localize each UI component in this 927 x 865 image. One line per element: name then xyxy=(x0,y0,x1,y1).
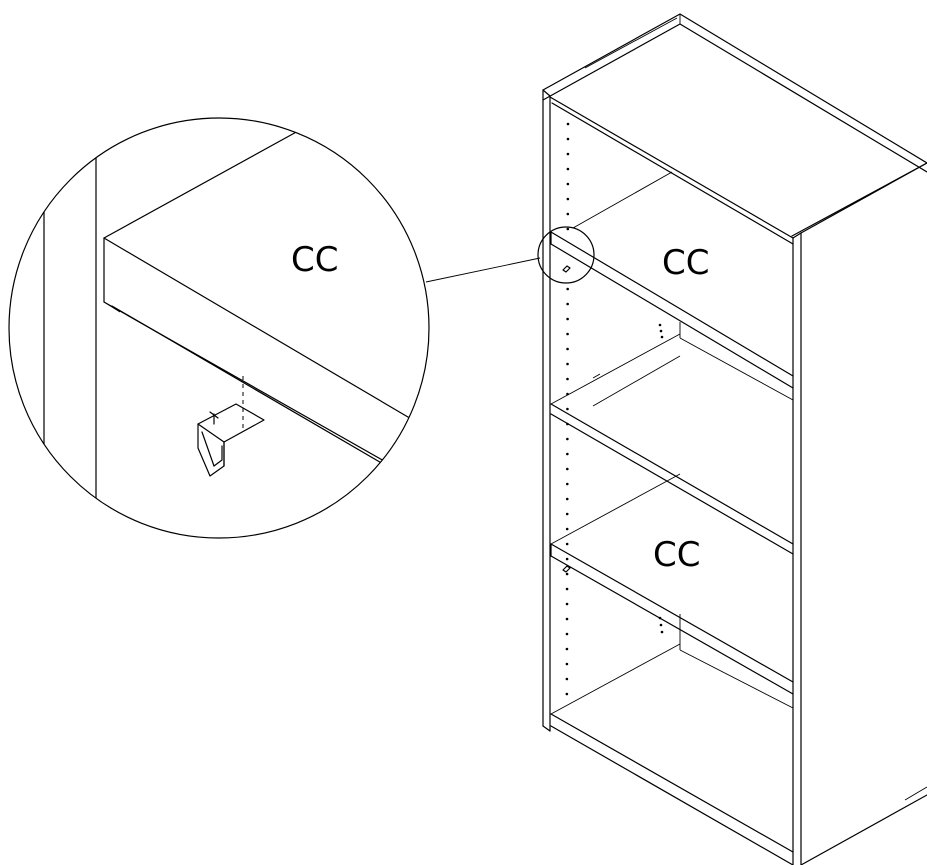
left-side-panel xyxy=(542,89,551,732)
peg-hole xyxy=(566,452,569,456)
peg-holes-right xyxy=(658,323,664,634)
peg-hole xyxy=(566,287,569,291)
detail-marker-circle xyxy=(537,226,595,284)
peg-hole xyxy=(658,616,662,620)
peg-hole xyxy=(565,512,569,516)
peg-hole xyxy=(566,317,569,321)
peg-hole xyxy=(659,623,663,627)
peg-hole xyxy=(565,632,569,636)
peg-hole xyxy=(566,467,569,471)
peg-hole xyxy=(565,557,569,561)
peg-hole xyxy=(565,587,569,591)
peg-hole xyxy=(566,152,570,156)
peg-holes-left xyxy=(565,122,570,696)
bookcase-cabinet xyxy=(537,13,927,865)
shelf-top-label: CC xyxy=(662,243,709,283)
peg-hole xyxy=(566,302,569,306)
peg-hole xyxy=(659,329,663,333)
peg-hole xyxy=(565,542,569,546)
peg-hole xyxy=(658,323,662,327)
peg-hole xyxy=(566,137,570,141)
peg-hole xyxy=(566,422,569,426)
top-panel xyxy=(542,13,927,245)
zoom-circle xyxy=(8,117,430,539)
leader-line xyxy=(425,257,541,283)
shelf-pin-icon xyxy=(562,265,571,573)
peg-hole xyxy=(565,692,569,696)
peg-hole xyxy=(566,347,569,351)
peg-hole xyxy=(565,602,569,606)
peg-hole xyxy=(566,407,569,411)
peg-hole xyxy=(566,377,569,381)
peg-hole xyxy=(565,677,569,681)
bottom-panel xyxy=(550,643,794,865)
right-side-panel xyxy=(792,162,927,865)
peg-hole xyxy=(565,572,569,576)
peg-hole xyxy=(565,662,569,666)
peg-hole xyxy=(565,482,569,486)
peg-hole xyxy=(565,617,569,621)
peg-hole xyxy=(566,392,569,396)
peg-hole xyxy=(660,335,664,339)
peg-hole xyxy=(566,227,570,231)
peg-hole xyxy=(565,647,569,651)
peg-hole xyxy=(566,437,569,441)
zoom-shelf-label: CC xyxy=(291,240,338,280)
zoom-shelf xyxy=(103,129,429,471)
peg-hole xyxy=(566,362,569,366)
peg-hole xyxy=(566,197,570,201)
zoom-detail xyxy=(8,117,430,539)
shelf-support-icon xyxy=(197,403,265,477)
peg-hole xyxy=(566,212,570,216)
shelf-bottom-label: CC xyxy=(653,535,700,575)
shelf-2 xyxy=(550,333,794,555)
shelf-3 xyxy=(550,473,794,709)
peg-hole xyxy=(566,332,569,336)
peg-hole xyxy=(566,182,570,186)
peg-hole xyxy=(566,122,570,126)
peg-hole xyxy=(565,527,569,531)
peg-hole xyxy=(566,167,570,171)
peg-hole xyxy=(660,630,664,634)
peg-hole xyxy=(565,497,569,501)
